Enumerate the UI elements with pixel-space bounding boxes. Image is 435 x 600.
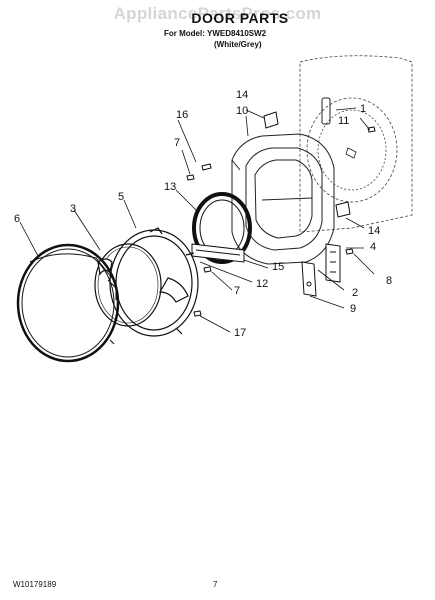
model-variant: (White/Grey) [214,40,262,49]
callout-8: 8 [386,275,392,287]
watermark: AppliancePartsPros.com [113,4,322,23]
cabinet-front-panel [299,55,413,233]
inner-door-panel [231,133,335,265]
strike-clip [263,111,351,218]
callout-labels: 1 2 3 4 5 6 7 7 8 9 10 11 12 13 14 14 15… [14,89,392,339]
callout-14b: 14 [368,225,380,237]
page-title: DOOR PARTS [191,10,289,26]
callout-1: 1 [360,103,366,115]
callout-4: 4 [370,241,376,253]
callout-13: 13 [164,181,176,193]
callout-6: 6 [14,213,20,225]
model-number: YWED8410SW2 [207,29,267,38]
callout-2: 2 [352,287,358,299]
handle-bracket [191,243,245,263]
hinge-assembly [301,243,341,297]
callout-7a: 7 [174,137,180,149]
callout-7b: 7 [234,285,240,297]
page-number: 7 [213,580,218,589]
document-number: W10179189 [13,580,57,589]
callout-3: 3 [70,203,76,215]
door-glass [94,243,162,327]
callout-15: 15 [272,261,284,273]
callout-9: 9 [350,303,356,315]
leader-lines [19,107,375,333]
outer-door [16,243,120,363]
inner-door-ring [109,227,199,337]
callout-10: 10 [236,105,248,117]
model-label: For Model: [164,29,205,38]
callout-16: 16 [176,109,188,121]
callout-17: 17 [234,327,246,339]
callout-14a: 14 [236,89,248,101]
screws [186,126,376,317]
callout-11: 11 [338,115,349,127]
callout-12: 12 [256,278,268,290]
callout-5: 5 [118,191,124,203]
